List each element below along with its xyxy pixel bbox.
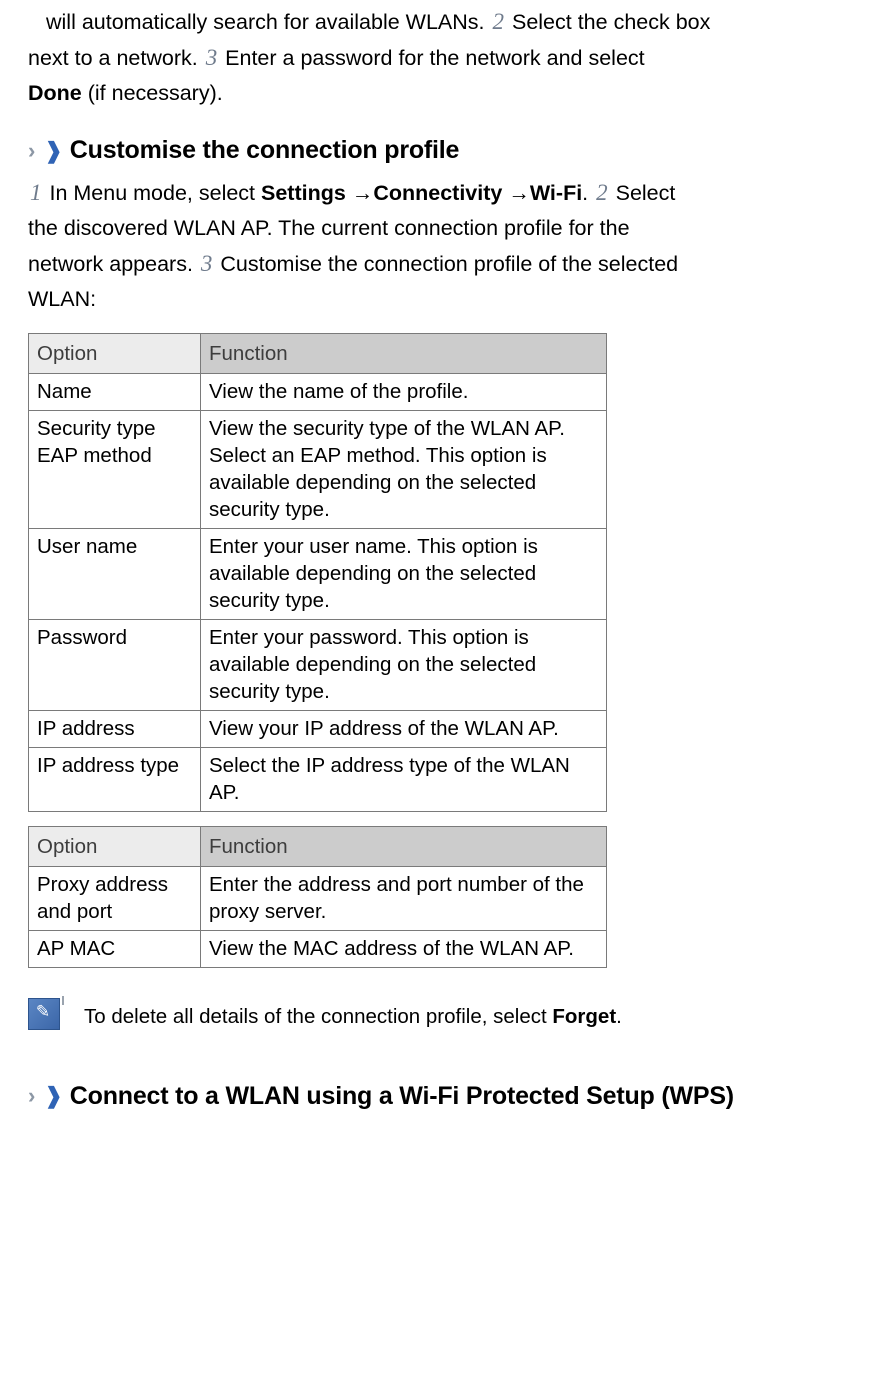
customise-steps-paragraph: 1 In Menu mode, select Settings →Connect… xyxy=(28,175,859,317)
table-header-function: Function xyxy=(200,825,607,867)
table-cell-function: View your IP address of the WLAN AP. xyxy=(200,709,607,748)
chevron-right-blue-icon: ❱ xyxy=(44,1082,63,1108)
section-heading-wps: › ❱ Connect to a WLAN using a Wi-Fi Prot… xyxy=(28,1080,859,1112)
para-text-5: network appears. xyxy=(28,251,199,276)
intro-paragraph: will automatically search for available … xyxy=(28,0,859,111)
note-bold-forget: Forget xyxy=(552,1004,617,1028)
table-cell-option: Security type EAP method xyxy=(28,409,201,529)
intro-text-5: (if necessary). xyxy=(81,81,223,105)
step-number-2b: 2 xyxy=(596,179,608,205)
table-spacer xyxy=(28,812,859,826)
note-text-1: To delete all details of the connection … xyxy=(84,1004,553,1028)
table-cell-option: Password xyxy=(28,618,201,711)
options-table-1: Option Function Name View the name of th… xyxy=(28,332,607,812)
table-header-option: Option xyxy=(28,332,201,374)
table-cell-function: View the name of the profile. xyxy=(200,372,607,411)
section-heading-text: Customise the connection profile xyxy=(69,136,460,164)
step-number-3: 3 xyxy=(205,45,218,70)
note-text: To delete all details of the connection … xyxy=(76,994,622,1032)
table-row: Security type EAP method View the securi… xyxy=(28,409,607,529)
table-header-option: Option xyxy=(28,825,201,867)
note-icon-tick xyxy=(62,995,64,1005)
step-number-3b: 3 xyxy=(200,250,213,276)
table-header-function: Function xyxy=(200,332,607,374)
table-header-row: Option Function xyxy=(28,825,607,867)
table-cell-function: Enter your password. This option is avai… xyxy=(200,618,607,711)
table-cell-function: View the MAC address of the WLAN AP. xyxy=(200,929,607,968)
note-text-2: . xyxy=(616,1004,622,1028)
para-arrow-1: → xyxy=(345,180,374,205)
table-cell-option: Name xyxy=(28,372,201,411)
section-heading-text: Connect to a WLAN using a Wi-Fi Protecte… xyxy=(69,1081,734,1110)
intro-text-2: Select the check box xyxy=(506,10,711,34)
chevron-right-blue-icon: ❱ xyxy=(44,138,63,163)
table-cell-option: AP MAC xyxy=(28,929,201,968)
table-cell-option: IP address xyxy=(28,709,201,748)
para-text-4: the discovered WLAN AP. The current conn… xyxy=(28,215,630,240)
para-text-3: Select xyxy=(609,180,676,205)
table-header-row: Option Function xyxy=(28,332,607,374)
document-page: will automatically search for available … xyxy=(28,0,859,1112)
options-table-2: Option Function Proxy address and port E… xyxy=(28,825,607,968)
intro-text-3: next to a network. xyxy=(28,46,204,70)
table-cell-option: IP address type xyxy=(28,746,201,812)
note-block: ✎ To delete all details of the connectio… xyxy=(28,994,859,1040)
note-icon-square xyxy=(28,997,60,1030)
intro-bold-done: Done xyxy=(28,81,82,105)
table-row: IP address View your IP address of the W… xyxy=(28,709,607,748)
note-icon: ✎ xyxy=(28,995,64,1032)
para-text-2: . xyxy=(582,180,595,205)
chevron-right-grey-icon: › xyxy=(28,138,36,163)
chevron-right-grey-icon: › xyxy=(28,1082,36,1108)
para-text-6: Customise the connection profile of the … xyxy=(214,251,679,276)
table-row: User name Enter your user name. This opt… xyxy=(28,527,607,620)
para-arrow-2: → xyxy=(502,180,530,205)
intro-text-4: Enter a password for the network and sel… xyxy=(219,46,645,70)
table-row: Password Enter your password. This optio… xyxy=(28,618,607,711)
menu-settings: Settings xyxy=(261,180,346,205)
table-cell-function: Enter your user name. This option is ava… xyxy=(200,527,607,620)
table-cell-function: Enter the address and port number of the… xyxy=(200,865,607,931)
table-cell-function: View the security type of the WLAN AP. S… xyxy=(200,409,607,529)
table-cell-function: Select the IP address type of the WLAN A… xyxy=(200,746,607,812)
step-number-1: 1 xyxy=(30,179,42,205)
table-row: AP MAC View the MAC address of the WLAN … xyxy=(28,929,607,968)
menu-connectivity: Connectivity xyxy=(373,180,503,205)
section-heading-customise: › ❱ Customise the connection profile xyxy=(28,133,859,169)
table-cell-option: User name xyxy=(28,527,201,620)
para-text-1: In Menu mode, select xyxy=(43,180,261,205)
table-row: IP address type Select the IP address ty… xyxy=(28,746,607,812)
para-text-7: WLAN: xyxy=(28,286,97,311)
menu-wifi: Wi-Fi xyxy=(529,180,583,205)
table-row: Name View the name of the profile. xyxy=(28,372,607,411)
step-number-2: 2 xyxy=(492,9,505,34)
table-row: Proxy address and port Enter the address… xyxy=(28,865,607,931)
intro-text-1: will automatically search for available … xyxy=(46,10,491,34)
note-icon-glyph: ✎ xyxy=(35,1002,51,1023)
table-cell-option: Proxy address and port xyxy=(28,865,201,931)
